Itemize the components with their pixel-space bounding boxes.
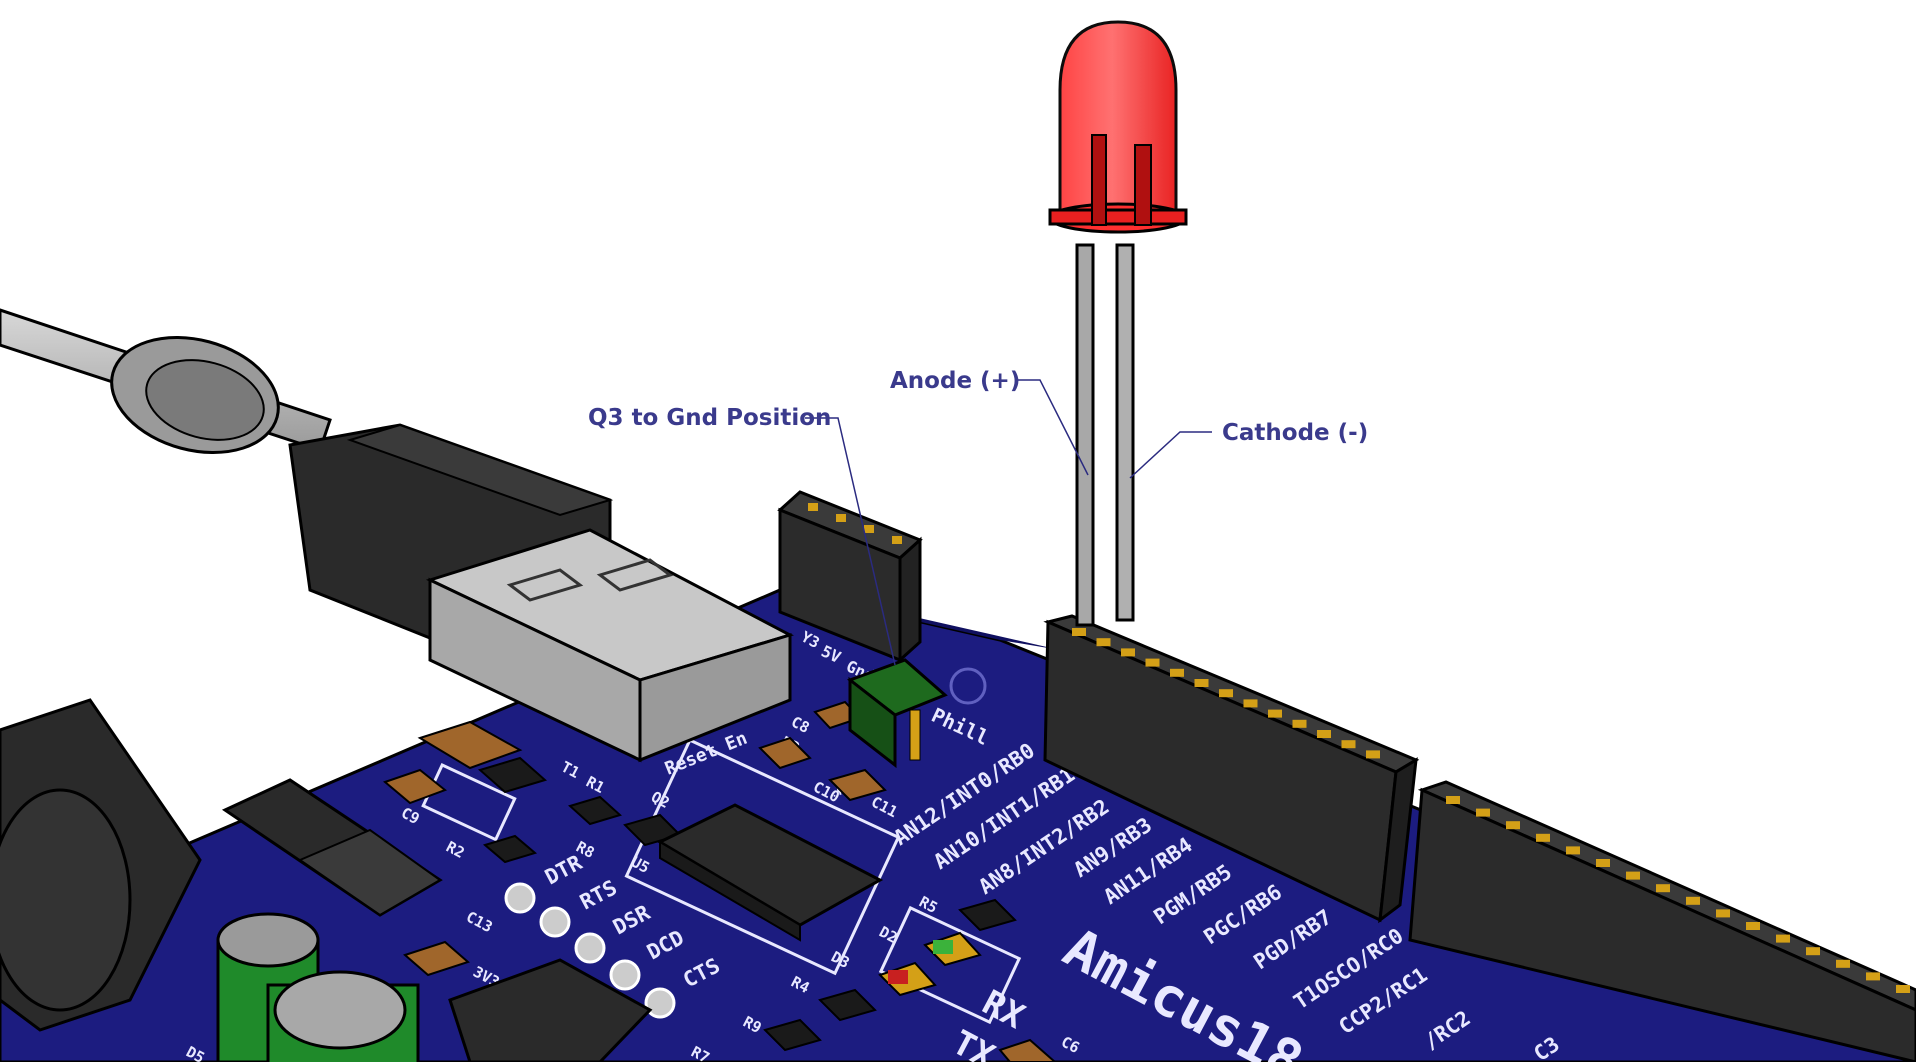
header-socket [1072,628,1086,636]
header-socket [1268,709,1282,718]
voltage-regulator-top [297,828,442,917]
header-socket [1746,922,1760,930]
designator-label: D5 [183,1043,207,1062]
female-header-right [1043,614,1420,924]
header-socket [1536,833,1550,842]
header-socket [1866,972,1880,981]
header-socket [1366,750,1380,759]
header-socket [1243,699,1258,708]
header-socket [1145,658,1160,667]
dc-jack [0,698,202,1032]
header-socket [1686,896,1700,905]
ic-bottom [448,958,653,1062]
designator-label: R7 [688,1043,712,1062]
header-socket [1656,884,1670,893]
header-socket [1446,796,1460,804]
header-socket [1292,719,1307,728]
header-socket [1716,909,1730,918]
usb-uart-ic [656,803,884,942]
female-header-far-right [1408,780,1916,1062]
callout-q3-gnd: Q3 to Gnd Position [588,405,832,431]
header-socket [1219,689,1233,698]
header-socket [1596,859,1610,867]
header-socket [1476,808,1490,817]
callout-anode: Anode (+) [890,368,1021,394]
callout-leaders [805,379,1212,666]
serial-pads [504,667,987,1019]
pin-header-small [777,490,923,664]
header-socket [1096,638,1111,647]
callout-cathode: Cathode (-) [1222,420,1369,446]
usb-plug [288,423,794,763]
header-socket [1194,679,1209,687]
led-red [1048,20,1188,627]
header-socket [1806,947,1820,956]
header-socket [1341,740,1356,749]
header-socket [1566,846,1580,855]
smd-components [383,700,1057,1062]
header-socket [1170,668,1184,677]
header-socket [1317,730,1331,738]
header-socket [1776,934,1790,943]
header-socket [1836,959,1850,968]
header-socket [1626,871,1640,880]
usb-cable [0,308,332,455]
header-socket [1896,985,1910,993]
jumper-q3-gnd [846,658,948,769]
electrolytic-capacitors [216,912,420,1062]
header-socket [1121,648,1135,657]
header-socket [1506,821,1520,830]
